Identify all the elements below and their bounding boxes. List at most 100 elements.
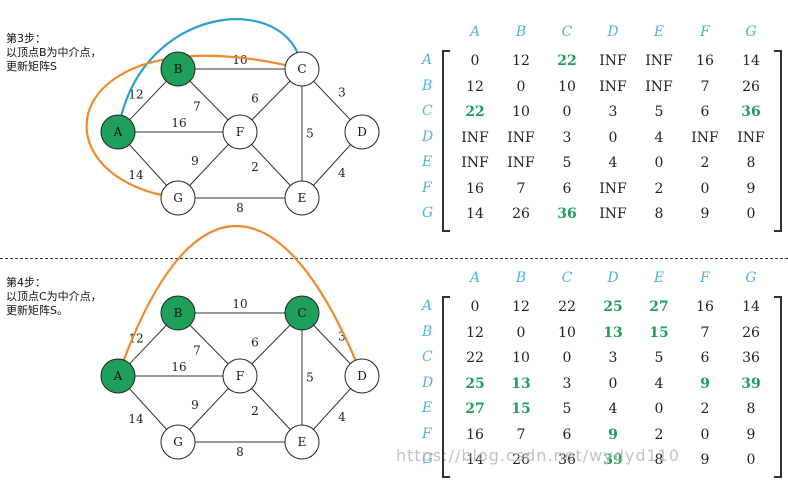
matrix-cell: 13 [511, 375, 531, 392]
matrix-bracket-left [442, 50, 450, 232]
edge-weight-B-F: 7 [193, 100, 201, 114]
matrix-cell: 0 [654, 401, 664, 417]
matrix-cell: 6 [562, 180, 572, 197]
matrix-cell: 14 [466, 206, 484, 222]
edge-weight-A-F: 16 [171, 360, 186, 374]
row-label-F: F [422, 425, 432, 442]
matrix-cell: 36 [557, 206, 577, 222]
row-label-C: C [422, 103, 433, 119]
matrix-cell: 15 [511, 401, 531, 417]
step-text-line: 更新矩阵S [6, 60, 57, 73]
row-label-G: G [422, 451, 434, 467]
edge-weight-D-E: 4 [338, 166, 346, 180]
matrix-cell: INF [507, 129, 535, 146]
matrix-cell: 22 [465, 104, 485, 120]
node-B [160, 51, 196, 87]
node-label-F: F [236, 125, 244, 139]
row-label-D: D [422, 128, 434, 145]
edge-weight-F-E: 2 [251, 160, 259, 174]
matrix-cell: 9 [608, 426, 618, 443]
column-header-F: F [700, 270, 710, 286]
matrix-cell: 36 [558, 452, 576, 468]
matrix-cell: 39 [741, 375, 761, 392]
node-label-C: C [297, 62, 306, 76]
matrix-cell: 14 [742, 299, 760, 315]
matrix-cell: 2 [654, 426, 664, 443]
row-label-G: G [422, 205, 434, 221]
edge-weight-B-C: 10 [232, 53, 247, 67]
matrix-cell: INF [599, 206, 627, 222]
edge-weight-B-C: 10 [232, 297, 247, 311]
matrix-cell: INF [691, 129, 719, 146]
matrix-cell: 5 [562, 401, 572, 417]
node-label-C: C [297, 306, 306, 320]
matrix-cell: 27 [649, 299, 669, 315]
matrix-cell: 12 [466, 324, 484, 341]
matrix-cell: 14 [466, 452, 484, 468]
matrix-bracket-right [774, 296, 782, 478]
matrix-cell: 10 [512, 350, 530, 366]
column-header-E: E [653, 270, 665, 286]
matrix-cell: 8 [746, 155, 756, 171]
matrix-cell: 2 [700, 155, 710, 171]
matrix-cell: 0 [608, 375, 618, 392]
edge-weight-A-G: 14 [128, 412, 144, 426]
node-G [160, 180, 196, 216]
edge-weight-C-F: 6 [251, 336, 259, 350]
edge-weight-F-G: 9 [191, 398, 199, 412]
matrix-cell: 9 [746, 426, 756, 443]
matrix-cell: 26 [512, 452, 530, 468]
matrix-cell: 9 [746, 180, 756, 197]
matrix-cell: 26 [742, 78, 760, 95]
matrix-cell: 0 [608, 129, 618, 146]
edge-weight-G-E: 8 [236, 445, 244, 459]
node-C [284, 51, 320, 87]
matrix-cell: 22 [466, 350, 484, 366]
node-B [160, 295, 196, 331]
matrix-cell: 10 [558, 324, 576, 341]
node-A [100, 114, 136, 150]
matrix-cell: 0 [516, 78, 526, 95]
matrix-cell: 26 [742, 324, 760, 341]
edge-weight-G-E: 8 [236, 201, 244, 215]
column-header-C: C [561, 24, 573, 40]
matrix-cell: 16 [696, 299, 714, 315]
matrix-cell: 27 [465, 401, 485, 417]
edge-weight-F-E: 2 [251, 404, 259, 418]
matrix-cell: 0 [700, 426, 710, 443]
matrix-cell: 25 [465, 375, 485, 392]
matrix-cell: 36 [742, 350, 760, 366]
matrix-cell: 2 [654, 180, 664, 197]
node-F [222, 358, 258, 394]
matrix-cell: 6 [700, 350, 710, 366]
edge-weight-A-B: 12 [128, 332, 143, 346]
matrix-cell: 26 [512, 206, 530, 222]
matrix-cell: 0 [700, 180, 710, 197]
row-label-A: A [422, 298, 433, 314]
matrix-cell: 7 [700, 78, 710, 95]
matrix-cell: 7 [700, 324, 710, 341]
row-label-B: B [422, 323, 433, 340]
shortest-path-G-C [85, 54, 303, 200]
row-label-D: D [422, 374, 434, 391]
step-text-line: 第4步： [6, 276, 46, 289]
node-label-E: E [298, 191, 307, 205]
node-C [284, 295, 320, 331]
matrix-cell: 16 [696, 53, 714, 69]
matrix-cell: 4 [608, 401, 618, 417]
row-label-E: E [422, 400, 433, 416]
matrix-cell: 8 [654, 452, 664, 468]
edge-weight-C-E: 5 [306, 127, 314, 141]
edge-weight-D-E: 4 [338, 410, 346, 424]
matrix-cell: 5 [654, 350, 664, 366]
matrix-cell: 10 [558, 78, 576, 95]
node-D [344, 358, 380, 394]
watermark: https://blog.csdn.net/wydyd110 [396, 446, 681, 465]
